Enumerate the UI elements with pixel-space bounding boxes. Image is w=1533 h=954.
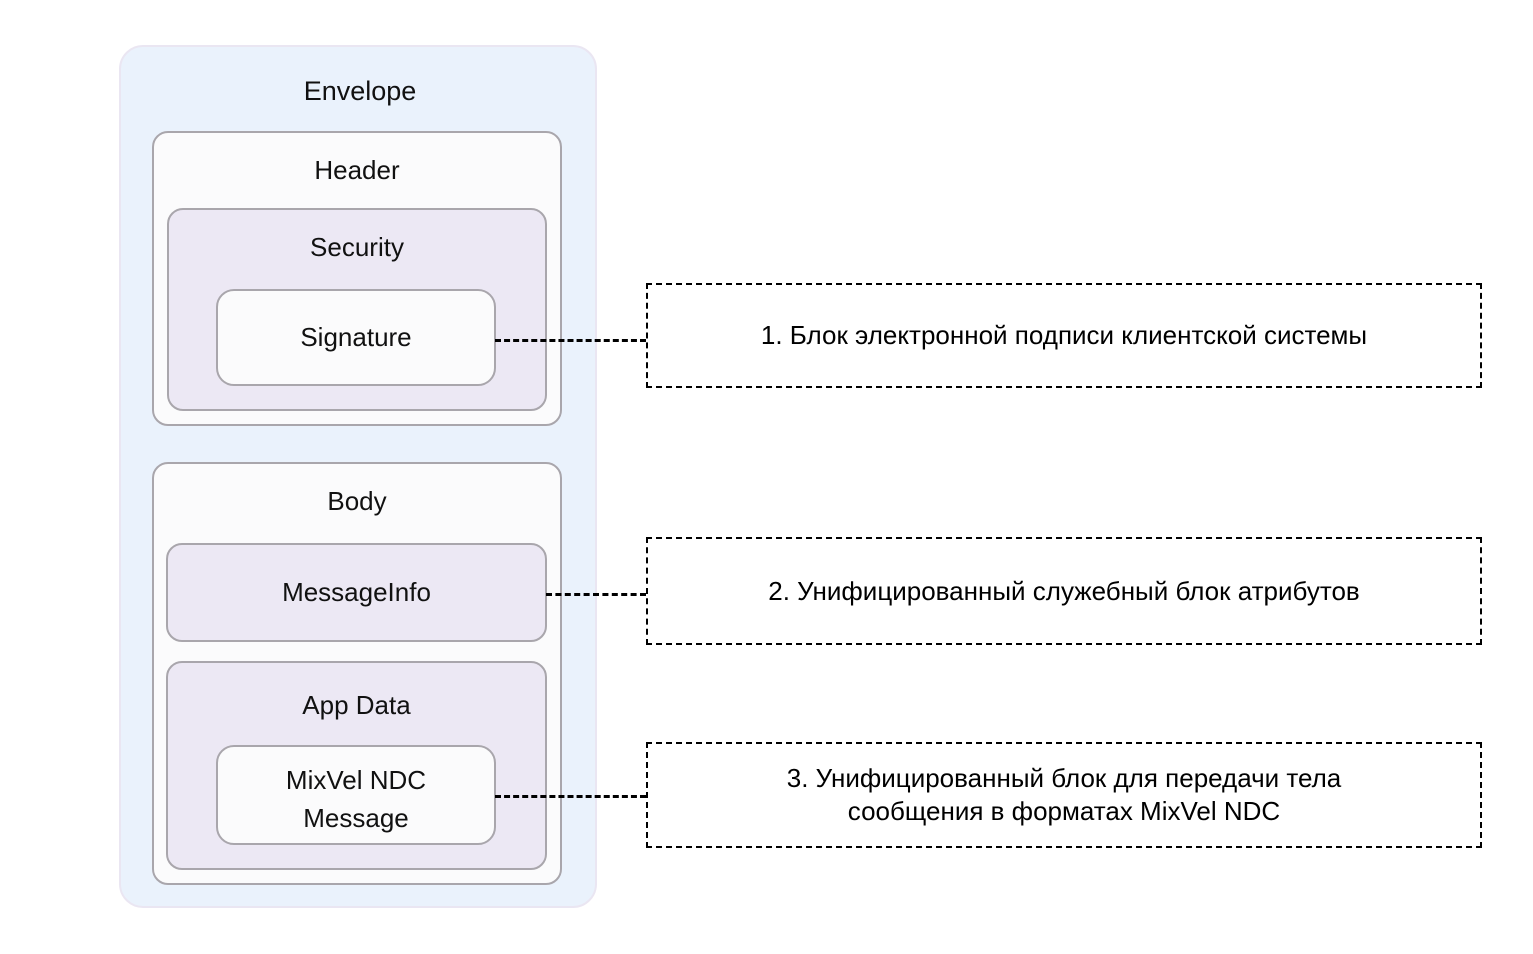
annotation-box-2: 2. Унифицированный служебный блок атрибу… <box>646 537 1482 645</box>
messageinfo-label: MessageInfo <box>282 577 431 607</box>
security-label: Security <box>310 232 404 262</box>
signature-block: Signature <box>216 289 496 386</box>
mixvel-label-line-2: Message <box>303 803 409 833</box>
leader-line-mixvel <box>495 795 646 798</box>
messageinfo-block: MessageInfo <box>166 543 547 642</box>
mixvel-ndc-message-block: MixVel NDC Message <box>216 745 496 845</box>
annotation-text-1: 1. Блок электронной подписи клиентской с… <box>760 320 1368 350</box>
appdata-label: App Data <box>302 690 411 720</box>
annotation-box-3: 3. Унифицированный блок для передачи тел… <box>646 742 1482 848</box>
leader-line-signature <box>495 339 646 342</box>
leader-line-messageinfo <box>546 593 646 596</box>
annotation-text-3-line-1: 3. Унифицированный блок для передачи тел… <box>786 763 1342 793</box>
envelope-label: Envelope <box>303 76 417 106</box>
signature-label: Signature <box>300 322 412 352</box>
body-label: Body <box>327 486 387 516</box>
annotation-text-3-line-2: сообщения в форматах MixVel NDC <box>847 796 1281 826</box>
mixvel-ndc-message-label: MixVel NDC Message <box>218 761 494 837</box>
mixvel-label-line-1: MixVel NDC <box>285 765 427 795</box>
annotation-text-2: 2. Унифицированный служебный блок атрибу… <box>768 575 1360 606</box>
annotation-box-1: 1. Блок электронной подписи клиентской с… <box>646 283 1482 388</box>
annotation-text-3: 3. Унифицированный блок для передачи тел… <box>775 762 1354 828</box>
header-label: Header <box>314 155 400 185</box>
